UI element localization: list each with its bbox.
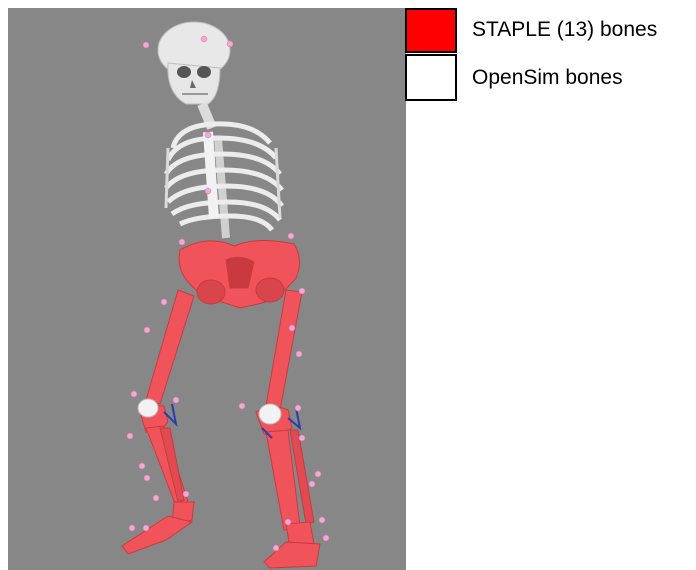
legend-swatch-staple [405,8,457,53]
legend-label-opensim: OpenSim bones [472,66,623,90]
legend-label-staple: STAPLE (13) bones [472,18,657,42]
staple-left-leg [122,290,194,554]
staple-pelvis [179,240,299,308]
legend-swatch-opensim [405,54,457,101]
staple-right-leg [256,290,320,568]
opensim-skull [158,22,230,104]
model-viewport[interactable] [8,8,406,570]
skeleton-model [8,8,406,570]
